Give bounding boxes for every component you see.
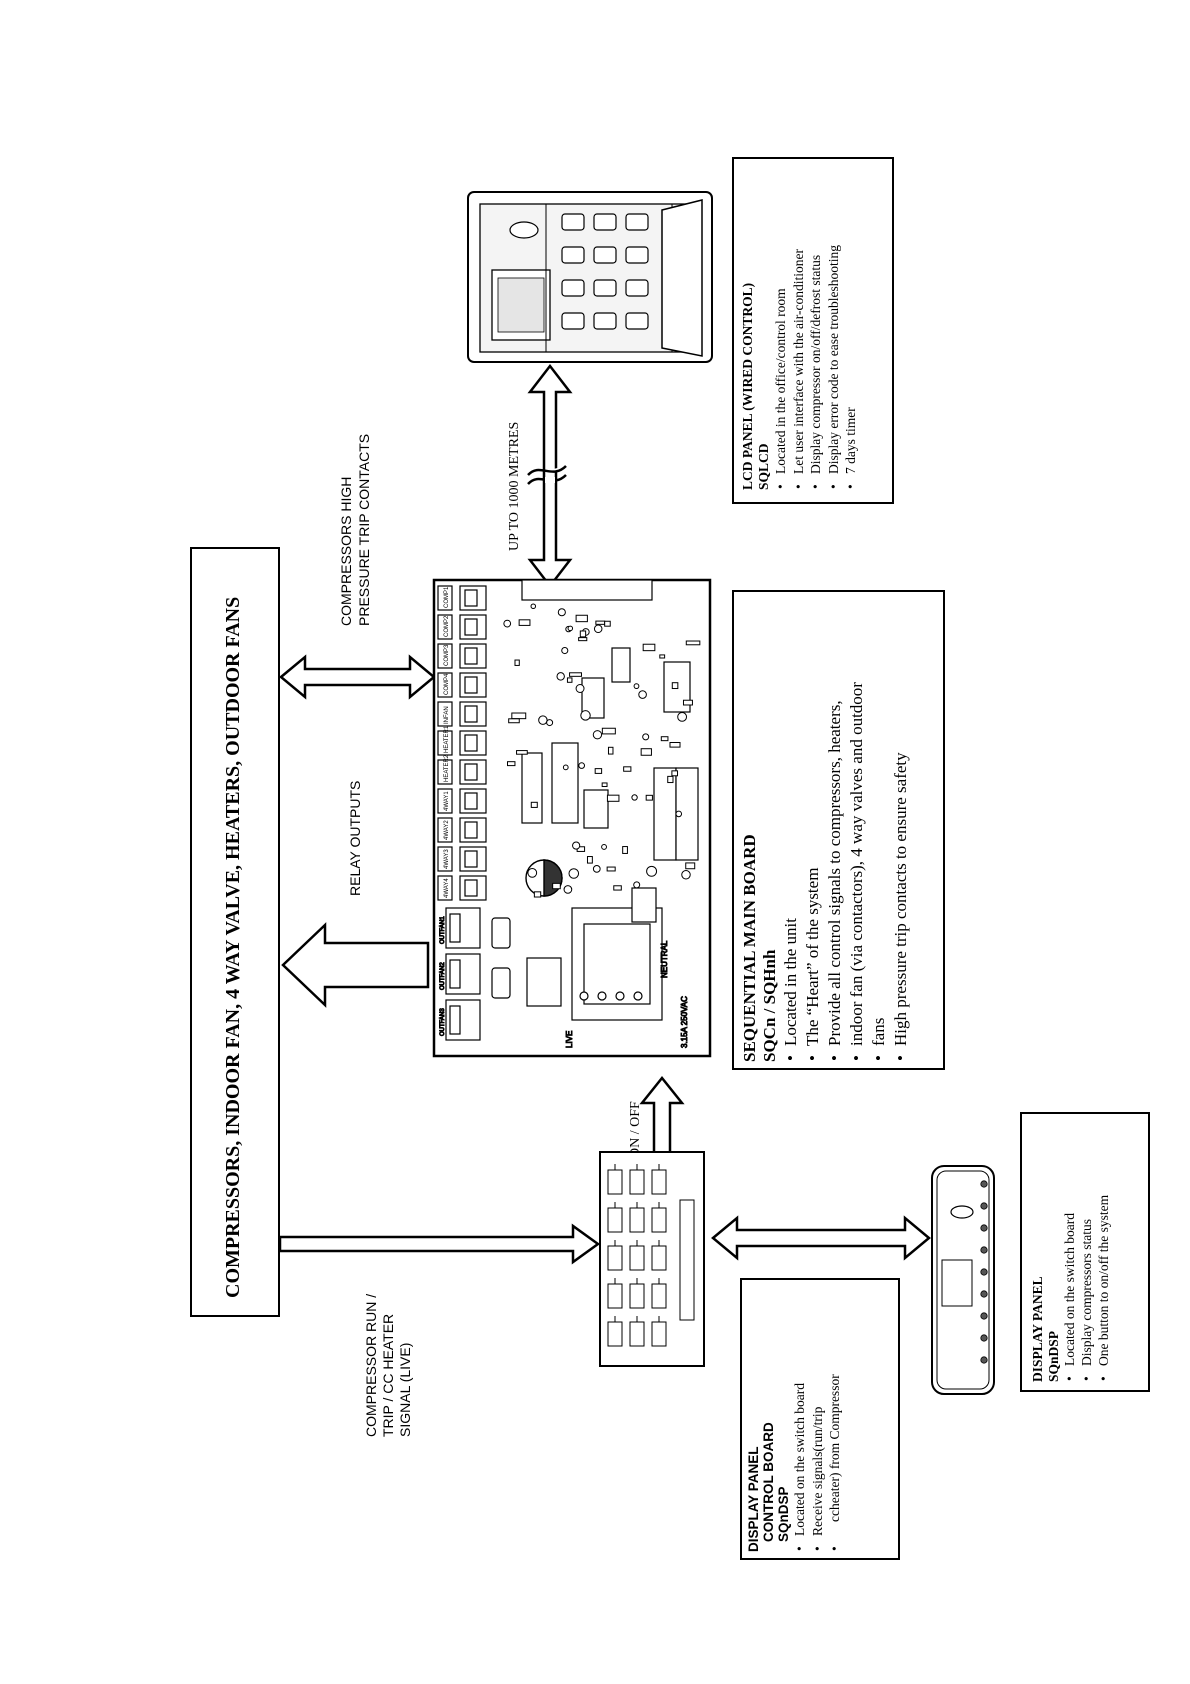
list-item: Receive signals(run/trip bbox=[809, 1374, 827, 1536]
lcd-panel-text: LCD PANEL (WIRED CONTROL) SQLCD Located … bbox=[740, 245, 860, 490]
list-item: Let user interface with the air-conditio… bbox=[790, 245, 808, 474]
pcb-relay-label: HEATER2 bbox=[444, 754, 450, 782]
pcb-capacitor bbox=[525, 859, 563, 897]
svg-text:OUTFAN3: OUTFAN3 bbox=[440, 1008, 446, 1036]
control-board-model: SQnDSP bbox=[776, 1486, 791, 1542]
control-board-title-1: DISPLAY PANEL bbox=[746, 1446, 761, 1552]
pcb-relay-label: 4WAY3 bbox=[444, 849, 450, 869]
list-item: Display compressor on/off/defrost status bbox=[807, 245, 825, 474]
pcb-relay-label: HEATER1 bbox=[444, 725, 450, 753]
list-item: 7 days timer bbox=[842, 245, 860, 474]
list-item: Located in the unit bbox=[780, 682, 802, 1046]
display-panel-bullets: Located on the switch board Display comp… bbox=[1062, 1195, 1113, 1382]
control-board-bullets: Located on the switch board Receive sign… bbox=[791, 1374, 844, 1552]
list-item: Provide all control signals to compresso… bbox=[824, 682, 846, 1046]
display-panel-model: SQnDSP bbox=[1046, 1330, 1061, 1382]
label-compressor-signal-2: TRIP / CC HEATER bbox=[380, 1313, 396, 1437]
control-board-components bbox=[607, 1164, 667, 1347]
pcb-relay-label: 4WAY1 bbox=[444, 791, 450, 811]
main-board-bullets: Located in the unit The “Heart” of the s… bbox=[780, 682, 913, 1062]
display-panel-title: DISPLAY PANEL bbox=[1030, 1276, 1045, 1382]
list-item: ccheater) from Compressor bbox=[826, 1374, 844, 1536]
main-board-text: SEQUENTIAL MAIN BOARD SQCn / SQHnh Locat… bbox=[740, 682, 913, 1062]
svg-text:OUTFAN2: OUTFAN2 bbox=[440, 962, 446, 990]
main-board-model: SQCn / SQHnh bbox=[760, 949, 779, 1062]
main-board-title: SEQUENTIAL MAIN BOARD bbox=[740, 834, 759, 1062]
pcb-relay-label: INFAN bbox=[444, 706, 450, 724]
svg-text:LIVE: LIVE bbox=[565, 1031, 574, 1048]
outputs-box bbox=[190, 547, 280, 1317]
label-pressure-trip-1: COMPRESSORS HIGH bbox=[338, 476, 354, 626]
control-board-title-2: CONTROL BOARD bbox=[761, 1422, 776, 1542]
pcb-transformer bbox=[571, 907, 663, 1021]
double-arrow-display bbox=[711, 1215, 931, 1261]
pcb-relay-label: COMP1 bbox=[444, 586, 450, 608]
list-item: fans bbox=[868, 682, 890, 1046]
pcb-relay-label: 4WAY2 bbox=[444, 820, 450, 840]
pcb-relay-label: COMP3 bbox=[444, 644, 450, 666]
double-arrow-pressure bbox=[279, 654, 436, 700]
list-item: indoor fan (via contactors), 4 way valve… bbox=[846, 682, 868, 1046]
pcb-relay-label: COMP2 bbox=[444, 615, 450, 637]
lcd-buttons bbox=[509, 213, 649, 330]
pcb-relay-label: COMP4 bbox=[444, 673, 450, 695]
list-item: Located on the switch board bbox=[791, 1374, 809, 1536]
pcb-relay-label: 4WAY4 bbox=[444, 878, 450, 898]
pcb-components: 3.15A 250VAC LIVE NEUTRAL OUTFAN1OUTFAN2OUT… bbox=[440, 603, 701, 1049]
svg-text:NEUTRAL: NEUTRAL bbox=[660, 940, 669, 978]
list-item: The “Heart” of the system bbox=[802, 682, 824, 1046]
list-item: High pressure trip contacts to ensure sa… bbox=[890, 682, 912, 1046]
list-item: One button to on/off the system bbox=[1096, 1195, 1113, 1366]
list-item: Display error code to ease troubleshooti… bbox=[825, 245, 843, 474]
pcb-outfans bbox=[445, 907, 562, 1041]
display-panel-device bbox=[931, 1165, 995, 1395]
big-arrow-relay bbox=[281, 922, 430, 1008]
lcd-panel-model: SQLCD bbox=[756, 443, 771, 490]
arrow-compressor-signal bbox=[278, 1223, 601, 1265]
label-up-to-1000: UP TO 1000 METRES bbox=[507, 421, 522, 551]
label-pressure-trip-2: PRESSURE TRIP CONTACTS bbox=[356, 433, 372, 626]
svg-text:3.15A 250VAC: 3.15A 250VAC bbox=[680, 996, 689, 1048]
lcd-panel-bullets: Located in the office/control room Let u… bbox=[772, 245, 860, 490]
list-item: Display compressors status bbox=[1079, 1195, 1096, 1366]
label-compressor-signal-1: COMPRESSOR RUN / bbox=[363, 1293, 379, 1437]
control-board-text: DISPLAY PANEL CONTROL BOARD SQnDSP Locat… bbox=[746, 1374, 844, 1552]
lcd-controller-device bbox=[467, 191, 713, 363]
label-relay-outputs: RELAY OUTPUTS bbox=[347, 780, 363, 896]
control-board-pcb bbox=[599, 1151, 705, 1367]
svg-text:OUTFAN1: OUTFAN1 bbox=[440, 916, 446, 944]
list-item: Located on the switch board bbox=[1062, 1195, 1079, 1366]
list-item: Located in the office/control room bbox=[772, 245, 790, 474]
lcd-panel-title: LCD PANEL (WIRED CONTROL) bbox=[740, 282, 755, 490]
label-compressor-signal-3: SIGNAL (LIVE) bbox=[397, 1342, 413, 1437]
pcb-terminals bbox=[521, 579, 699, 923]
display-panel-text: DISPLAY PANEL SQnDSP Located on the swit… bbox=[1030, 1195, 1113, 1382]
display-panel-leds bbox=[980, 1180, 988, 1364]
